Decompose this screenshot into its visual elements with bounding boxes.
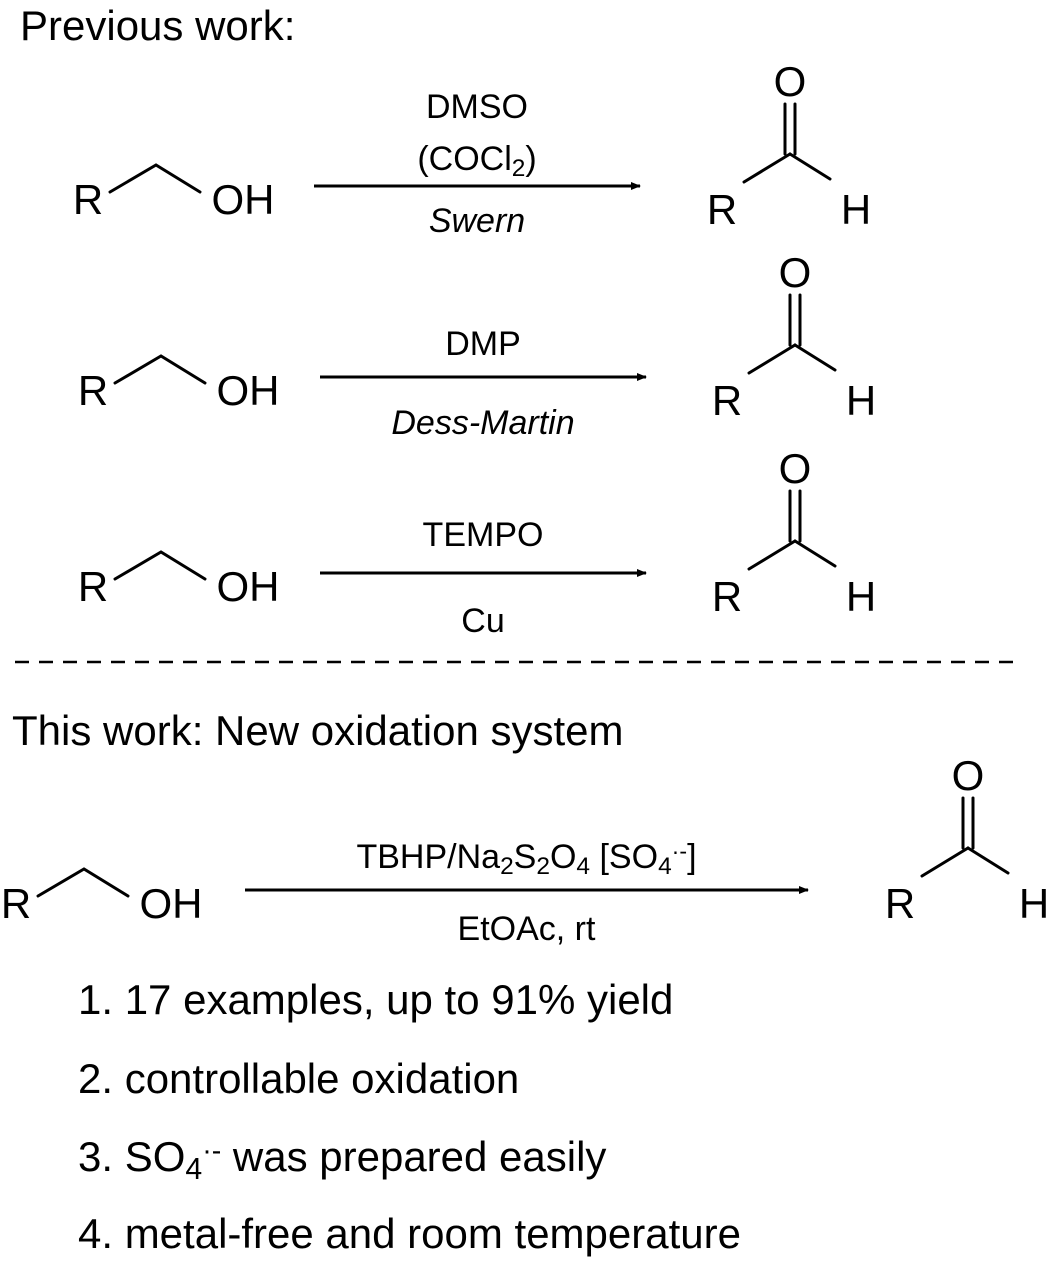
product-r-label: R [707, 186, 737, 233]
product-r-label: R [712, 377, 742, 424]
product-hydrogen-label: H [846, 573, 876, 620]
reagent-label: DMSO [426, 88, 528, 126]
product-hydrogen-label: H [1019, 880, 1049, 927]
product-bond-ch [966, 846, 1010, 875]
reactant-r-label: R [1, 880, 31, 927]
reagent-label: (COCl2) [417, 140, 536, 182]
reagent-label: DMP [445, 325, 521, 363]
feature-item-1: 1. 17 examples, up to 91% yield [78, 976, 673, 1023]
product-bond-ch [793, 343, 837, 372]
product-bond-rc [920, 846, 970, 878]
product-oxygen-label: O [779, 249, 812, 296]
product-r-label: R [712, 573, 742, 620]
product-bond-rc [742, 152, 792, 184]
product-r-label: R [885, 880, 915, 927]
this-work-heading: This work: New oxidation system [12, 707, 624, 754]
reagent-label: TBHP/Na2S2O4 [SO4·-] [356, 838, 696, 880]
reactant-oh-label: OH [217, 563, 280, 610]
reactant-r-label: R [78, 563, 108, 610]
product-bond-ch [788, 152, 832, 181]
reagent-label: TEMPO [423, 516, 544, 554]
product-oxygen-label: O [779, 445, 812, 492]
reactant-oh-label: OH [140, 880, 203, 927]
product-bond-ch [793, 539, 837, 568]
reactant-oh-label: OH [217, 367, 280, 414]
condition-label: EtOAc, rt [458, 910, 596, 948]
reactant-oh-label: OH [212, 176, 275, 223]
product-hydrogen-label: H [846, 377, 876, 424]
feature-list: 1. 17 examples, up to 91% yield 2. contro… [78, 976, 741, 1257]
product-hydrogen-label: H [841, 186, 871, 233]
product-bond-rc [747, 343, 797, 375]
condition-label: Cu [461, 602, 504, 640]
reactant-r-label: R [78, 367, 108, 414]
condition-label: Swern [429, 202, 525, 240]
reactant-bonds [113, 354, 207, 385]
reactant-r-label: R [73, 176, 103, 223]
reactant-bonds [113, 550, 207, 581]
reactant-bonds [36, 867, 130, 898]
condition-label: Dess-Martin [391, 404, 574, 442]
feature-item-4: 4. metal-free and room temperature [78, 1210, 741, 1257]
previous-work-heading: Previous work: [20, 2, 295, 49]
product-oxygen-label: O [774, 58, 807, 105]
product-bond-rc [747, 539, 797, 571]
reactant-bonds [108, 163, 202, 194]
feature-item-3: 3. SO4·- was prepared easily [78, 1133, 606, 1186]
product-oxygen-label: O [952, 752, 985, 799]
feature-item-2: 2. controllable oxidation [78, 1055, 519, 1102]
